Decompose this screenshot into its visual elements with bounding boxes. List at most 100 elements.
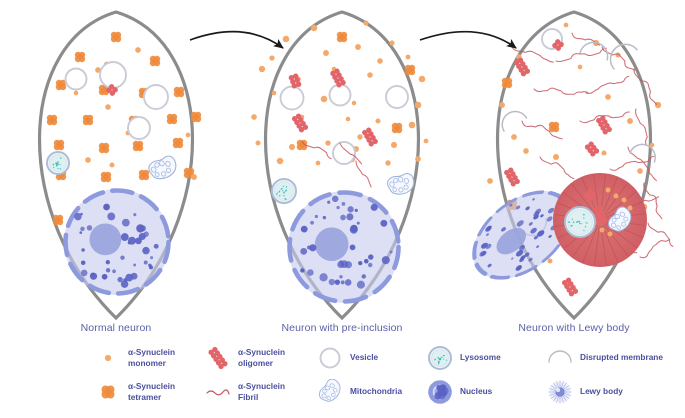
alpha-synuclein-fibril [539,156,575,180]
alpha-synuclein-fibril [609,155,655,171]
alpha-synuclein-monomer [255,140,261,146]
alpha-synuclein-oligomer [584,189,596,201]
alpha-synuclein-monomer [563,22,569,28]
alpha-synuclein-fibril [521,120,563,140]
cell-title-preinclusion: Neuron with pre-inclusion [281,322,403,334]
legend-item-lewy_body: Lewy body [547,379,623,405]
alpha-synuclein-monomer [325,140,331,146]
alpha-synuclein-oligomer [561,277,579,297]
alpha-synuclein-oligomer [592,205,608,225]
alpha-synuclein-monomer [73,90,79,96]
alpha-synuclein-monomer [282,35,290,43]
alpha-synuclein-tetramer [82,114,94,126]
vesicle [143,84,169,110]
alpha-synuclein-monomer [389,40,395,46]
nucleolus [89,223,122,256]
alpha-synuclein-monomer [375,118,381,124]
alpha-synuclein-monomer [415,156,421,162]
alpha-synuclein-tetramer [172,137,184,149]
nucleus [63,188,171,296]
disrupted-membrane [579,41,609,61]
cells-layer [38,10,676,321]
mitochondria-icon [317,379,343,405]
alpha-synuclein-monomer [345,116,351,122]
legend-item-oligomer: α-Synuclein oligomer [205,345,285,371]
lysosome [46,151,70,175]
alpha-synuclein-oligomer [596,115,612,135]
alpha-synuclein-monomer [627,205,633,211]
lysosome-icon [427,345,453,371]
alpha-synuclein-monomer [251,114,257,120]
alpha-synuclein-tetramer [190,111,202,123]
neuron-cell-lewybody[interactable] [456,10,676,321]
vesicle [319,347,341,369]
vesicle [127,116,151,140]
nucleus [287,190,401,304]
alpha-synuclein-tetramer [501,77,513,89]
alpha-synuclein-monomer [523,148,529,154]
alpha-synuclein-fibril [647,222,674,247]
alpha-synuclein-monomer [185,132,191,138]
disrupted-membrane [501,110,528,132]
vesicle-icon [317,345,343,371]
legend-label-monomer: α-Synuclein monomer [128,346,176,368]
neuron-cell-preinclusion[interactable] [251,10,429,321]
legend-label-lysosome: Lysosome [460,352,501,363]
alpha-synuclein-tetramer [149,55,161,67]
alpha-synuclein-monomer [605,187,611,193]
alpha-synuclein-tetramer [52,214,64,226]
alpha-synuclein-monomer [499,102,505,108]
alpha-synuclein-oligomer [552,39,564,51]
alpha-synuclein-monomer [552,153,560,161]
disrupted-membrane [609,43,638,70]
legend-item-tetramer: α-Synuclein tetramer [95,379,175,405]
alpha-synuclein-oligomer [291,113,309,133]
alpha-synuclein-tetramer [296,139,308,151]
alpha-synuclein-monomer [621,197,627,203]
alpha-synuclein-monomer [511,134,517,140]
legend-item-fibril: α-Synuclein Fibril [205,379,285,405]
nucleolus [496,228,526,255]
alpha-synuclein-monomer [363,20,369,26]
legend-label-mitochondria: Mitochondria [350,386,403,397]
alpha-synuclein-monomer [601,150,607,156]
alpha-synuclein-monomer [323,50,329,56]
alpha-synuclein-monomer [607,231,613,237]
alpha-synuclein-monomer [135,47,141,53]
oligomer-icon [205,345,231,371]
alpha-synuclein-monomer [613,193,619,199]
alpha-synuclein-tetramer [173,86,185,98]
alpha-synuclein-monomer [104,354,112,362]
alpha-synuclein-oligomer [106,84,118,96]
alpha-synuclein-fibril [633,68,658,105]
alpha-synuclein-monomer [423,138,429,144]
alpha-synuclein-tetramer [110,31,122,43]
alpha-synuclein-monomer [414,101,422,109]
nucleolus [314,227,349,261]
alpha-synuclein-monomer [367,72,373,78]
legend-label-nucleus: Nucleus [460,386,493,397]
alpha-synuclein-monomer [390,141,398,149]
arrow-1 [189,30,284,49]
alpha-synuclein-monomer [258,65,266,73]
alpha-synuclein-monomer [649,142,655,148]
alpha-synuclein-tetramer [98,142,110,154]
alpha-synuclein-monomer [320,95,328,103]
alpha-synuclein-monomer [605,94,611,100]
legend-label-lewy_body: Lewy body [580,386,623,397]
legend: α-Synuclein monomer α-Synuclein tetramer α… [95,345,670,411]
cell-title-lewybody: Neuron with Lewy body [518,322,630,334]
alpha-synuclein-tetramer [138,169,150,181]
legend-label-oligomer: α-Synuclein oligomer [238,346,286,368]
alpha-synuclein-fibril [579,111,630,124]
neuron-cell-normal[interactable] [38,10,202,321]
alpha-synuclein-oligomer [362,127,378,147]
alpha-synuclein-oligomer [584,141,600,157]
legend-item-mitochondria: Mitochondria [317,379,402,405]
alpha-synuclein-tetramer [55,79,67,91]
legend-label-vesicle: Vesicle [350,352,379,363]
alpha-synuclein-monomer [109,162,115,168]
alpha-synuclein-oligomer [330,68,346,88]
lewy-body-icon [547,379,573,405]
